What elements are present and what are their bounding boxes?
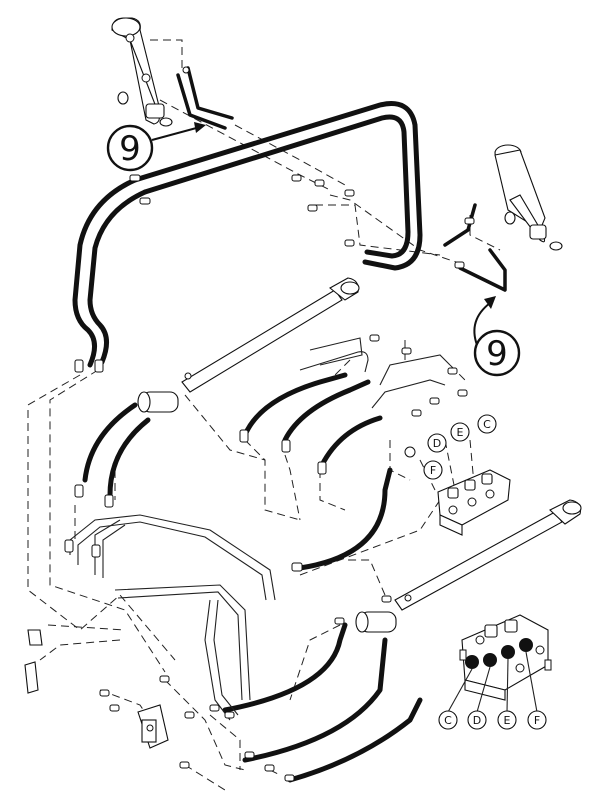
callout-9-left-circle — [106, 124, 154, 172]
svg-text:E: E — [504, 714, 511, 727]
control-valve — [437, 469, 511, 536]
inset-port-label-e: E — [497, 710, 517, 730]
inset-port-label-c: C — [438, 710, 458, 730]
callout-9-left: 9 — [106, 122, 206, 172]
port-label-c: C — [477, 414, 497, 434]
left-long-hoses — [82, 402, 151, 498]
routing-lines — [27, 39, 516, 791]
lower-left-valve-block — [24, 629, 169, 749]
callout-9-left-label: 9 — [119, 129, 141, 169]
svg-text:D: D — [473, 714, 481, 727]
upper-right-lift-cylinder — [494, 144, 563, 251]
callout-9-right-circle — [473, 329, 521, 377]
lower-right-tilt-cylinder — [355, 499, 582, 633]
svg-text:E: E — [457, 426, 464, 439]
port-label-d: D — [427, 433, 447, 453]
svg-text:F: F — [534, 714, 540, 727]
fittings — [64, 174, 475, 782]
upper-short-hoses — [176, 66, 507, 292]
svg-text:C: C — [483, 418, 491, 431]
steel-tubes — [69, 337, 451, 721]
upper-middle-tilt-cylinder — [137, 277, 360, 413]
valve-port-labels: D E C F — [423, 414, 497, 480]
upper-left-lift-cylinder — [111, 17, 190, 127]
port-label-e: E — [450, 422, 470, 442]
middle-hoses — [242, 372, 393, 571]
callout-9-right-arrow — [473, 302, 491, 346]
inset-port-label-f: F — [527, 710, 547, 730]
main-hose-loop — [72, 101, 423, 368]
port-label-f: F — [423, 460, 443, 480]
valve-detail-inset: C D E F — [438, 614, 552, 730]
svg-text:C: C — [444, 714, 452, 727]
callout-9-right-label: 9 — [486, 334, 508, 374]
inset-port-label-d: D — [467, 710, 487, 730]
svg-text:D: D — [433, 437, 441, 450]
callout-9-left-arrow — [151, 126, 201, 141]
lower-hoses — [222, 622, 423, 783]
svg-text:F: F — [430, 464, 436, 477]
callout-9-right: 9 — [473, 296, 521, 377]
